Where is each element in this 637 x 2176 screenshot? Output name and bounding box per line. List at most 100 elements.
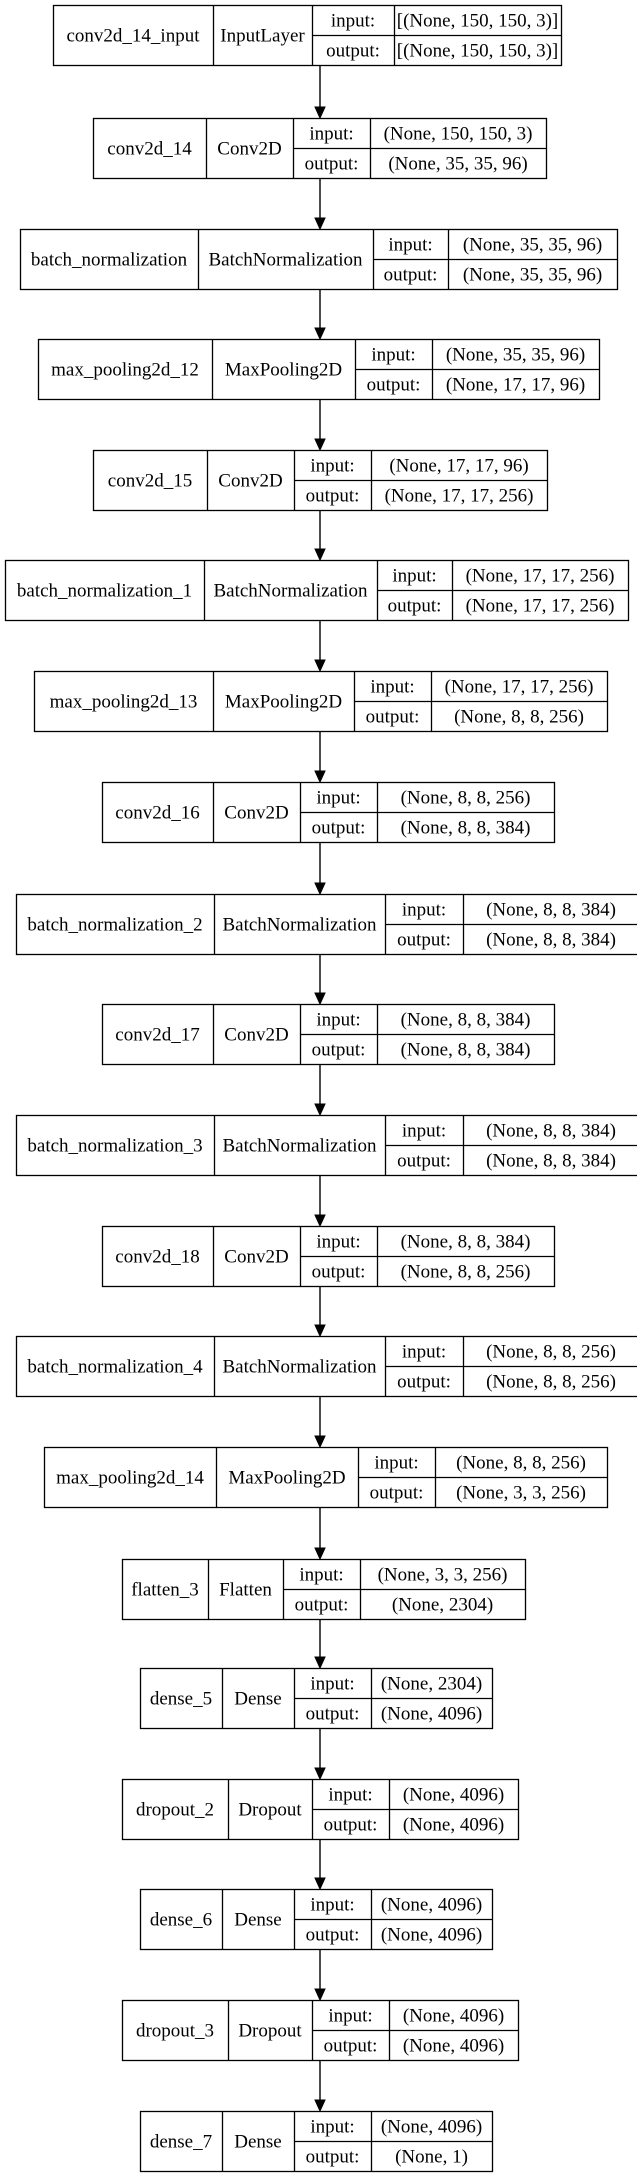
output-shape: (None, 4096) xyxy=(403,1815,504,1836)
output-shape: (None, 3, 3, 256) xyxy=(456,1483,586,1504)
input-shape: (None, 4096) xyxy=(403,1785,504,1806)
edge-arrow xyxy=(314,1064,326,1117)
input-port-label: input: xyxy=(310,2117,354,2138)
output-port-label: output: xyxy=(324,2036,378,2057)
input-shape: (None, 3, 3, 256) xyxy=(378,1565,508,1586)
output-shape: (None, 17, 17, 256) xyxy=(385,486,534,507)
layer-type: Conv2D xyxy=(217,139,281,160)
output-port-label: output: xyxy=(306,1925,360,1946)
output-shape: (None, 4096) xyxy=(403,2036,504,2057)
edge-arrow xyxy=(314,1949,326,2002)
input-shape: (None, 35, 35, 96) xyxy=(446,345,585,366)
input-shape: (None, 8, 8, 384) xyxy=(486,900,616,921)
output-port-label: output: xyxy=(388,596,442,617)
input-shape: (None, 8, 8, 384) xyxy=(401,1232,531,1253)
output-port-label: output: xyxy=(370,1483,424,1504)
layer-name: batch_normalization_2 xyxy=(27,915,202,936)
edge-arrow xyxy=(314,1507,326,1561)
output-port-label: output: xyxy=(324,1815,378,1836)
layer-name: dense_5 xyxy=(150,1689,212,1710)
layer-name: conv2d_17 xyxy=(115,1025,199,1046)
edge-arrow xyxy=(314,289,326,341)
input-shape: (None, 4096) xyxy=(381,1895,482,1916)
layer-name: conv2d_14_input xyxy=(67,26,201,47)
layer-type: BatchNormalization xyxy=(222,1136,377,1157)
input-port-label: input: xyxy=(392,566,436,587)
layer-type: BatchNormalization xyxy=(213,581,368,602)
output-shape: (None, 8, 8, 384) xyxy=(486,930,616,951)
input-shape: (None, 8, 8, 384) xyxy=(401,1010,531,1031)
input-port-label: input: xyxy=(309,124,353,145)
output-port-label: output: xyxy=(312,818,366,839)
input-port-label: input: xyxy=(374,1453,418,1474)
output-shape: (None, 8, 8, 256) xyxy=(454,707,584,728)
layer-type: Dropout xyxy=(238,1800,302,1821)
output-port-label: output: xyxy=(367,375,421,396)
output-port-label: output: xyxy=(306,486,360,507)
layer-type: Dense xyxy=(234,1689,281,1710)
edge-arrow xyxy=(314,731,326,784)
output-shape: (None, 4096) xyxy=(381,1925,482,1946)
layer-type: BatchNormalization xyxy=(222,1357,377,1378)
input-shape: (None, 4096) xyxy=(381,2117,482,2138)
input-shape: (None, 35, 35, 96) xyxy=(463,235,602,256)
output-shape: (None, 8, 8, 256) xyxy=(401,1262,531,1283)
layer-name: dense_6 xyxy=(150,1910,212,1931)
input-port-label: input: xyxy=(388,235,432,256)
layer-name: conv2d_14 xyxy=(107,139,192,160)
input-port-label: input: xyxy=(310,1674,354,1695)
input-port-label: input: xyxy=(328,1785,372,1806)
edge-arrow xyxy=(314,2060,326,2113)
layer-name: conv2d_18 xyxy=(115,1247,199,1268)
layer-name: conv2d_16 xyxy=(115,803,199,824)
input-port-label: input: xyxy=(402,1121,446,1142)
layer-type: Dense xyxy=(234,1910,281,1931)
input-shape: (None, 4096) xyxy=(403,2006,504,2027)
input-shape: (None, 2304) xyxy=(381,1674,482,1695)
layer-node: dropout_2 Dropout input: output: (None, 4096… xyxy=(121,1778,520,1841)
layer-name: dropout_2 xyxy=(136,1800,214,1821)
input-port-label: input: xyxy=(299,1565,343,1586)
output-port-label: output: xyxy=(366,707,420,728)
layer-type: MaxPooling2D xyxy=(225,360,342,381)
edge-arrow xyxy=(314,510,326,562)
edge-arrow xyxy=(314,178,326,231)
layer-type: Conv2D xyxy=(224,1247,288,1268)
edge-arrow xyxy=(314,1286,326,1338)
output-port-label: output: xyxy=(326,41,380,62)
output-shape: (None, 8, 8, 384) xyxy=(486,1151,616,1172)
layer-type: Conv2D xyxy=(224,803,288,824)
input-shape: (None, 8, 8, 256) xyxy=(401,788,531,809)
output-port-label: output: xyxy=(306,2147,360,2168)
input-shape: (None, 150, 150, 3) xyxy=(384,124,533,145)
layer-node: dense_5 Dense input: output: (None, 2304) (No… xyxy=(139,1667,494,1730)
edge-arrow xyxy=(314,1839,326,1891)
layer-name: flatten_3 xyxy=(131,1580,199,1601)
input-port-label: input: xyxy=(316,1232,360,1253)
layer-name: batch_normalization_3 xyxy=(27,1136,202,1157)
edge-arrow xyxy=(314,399,326,452)
output-shape: (None, 35, 35, 96) xyxy=(388,154,527,175)
edge-arrow xyxy=(314,1728,326,1781)
output-shape: (None, 17, 17, 256) xyxy=(466,596,615,617)
output-port-label: output: xyxy=(306,1704,360,1725)
layer-type: Conv2D xyxy=(224,1025,288,1046)
layer-type: Dense xyxy=(234,2132,281,2153)
output-port-label: output: xyxy=(384,265,438,286)
layer-name: max_pooling2d_12 xyxy=(51,360,199,381)
input-shape: (None, 17, 17, 256) xyxy=(466,566,615,587)
input-port-label: input: xyxy=(310,456,354,477)
output-shape: (None, 4096) xyxy=(381,1704,482,1725)
layer-name: max_pooling2d_13 xyxy=(50,692,198,713)
output-shape: (None, 8, 8, 256) xyxy=(486,1372,616,1393)
